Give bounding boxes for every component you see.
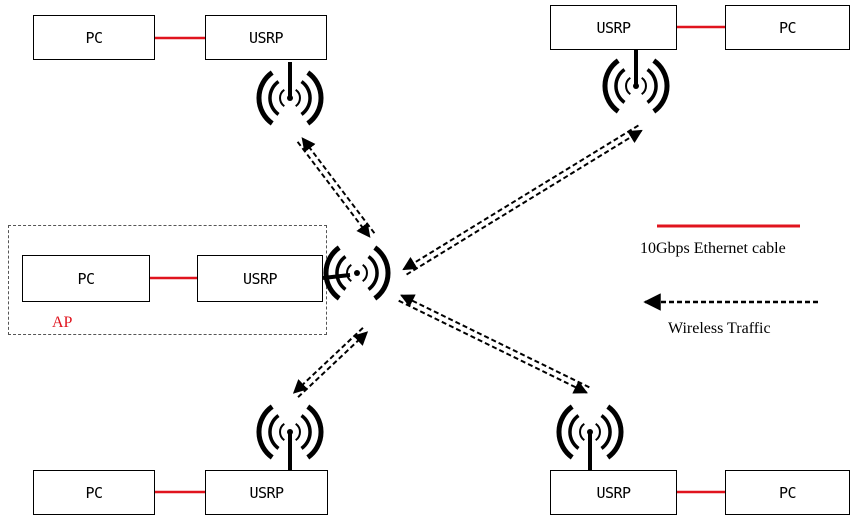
legend-ethernet-label: 10Gbps Ethernet cable: [640, 240, 786, 257]
pc-box-bottom-right: PC: [725, 470, 850, 515]
pc-box-top-left: PC: [33, 15, 155, 60]
pc-box-top-right: PC: [725, 5, 850, 50]
ap-label: AP: [52, 314, 73, 331]
wireless-traffic: [292, 124, 643, 398]
wireless-icon-top-left: [256, 70, 324, 126]
wireless-link-top-left: [296, 137, 376, 238]
legend-wireless-label: Wireless Traffic: [668, 320, 771, 337]
antenna-icons: [256, 58, 670, 460]
wireless-link-bottom-left: [292, 327, 369, 398]
usrp-box-bottom-right: USRP: [550, 470, 677, 515]
usrp-box-bottom-left: USRP: [205, 470, 328, 515]
wireless-link-bottom-right: [398, 294, 590, 394]
wireless-icon-top-right: [602, 58, 670, 114]
usrp-box-top-left: USRP: [205, 15, 327, 60]
usrp-box-top-right: USRP: [550, 5, 677, 50]
usrp-box-ap: USRP: [197, 255, 323, 302]
wireless-icon-bottom-right: [556, 404, 624, 460]
wireless-icon-bottom-left: [256, 404, 324, 460]
wireless-icon-ap: [323, 245, 391, 301]
pc-box-bottom-left: PC: [33, 470, 155, 515]
pc-box-ap: PC: [22, 255, 150, 302]
wireless-link-top-right: [402, 124, 643, 276]
ethernet-links: [150, 25, 725, 494]
